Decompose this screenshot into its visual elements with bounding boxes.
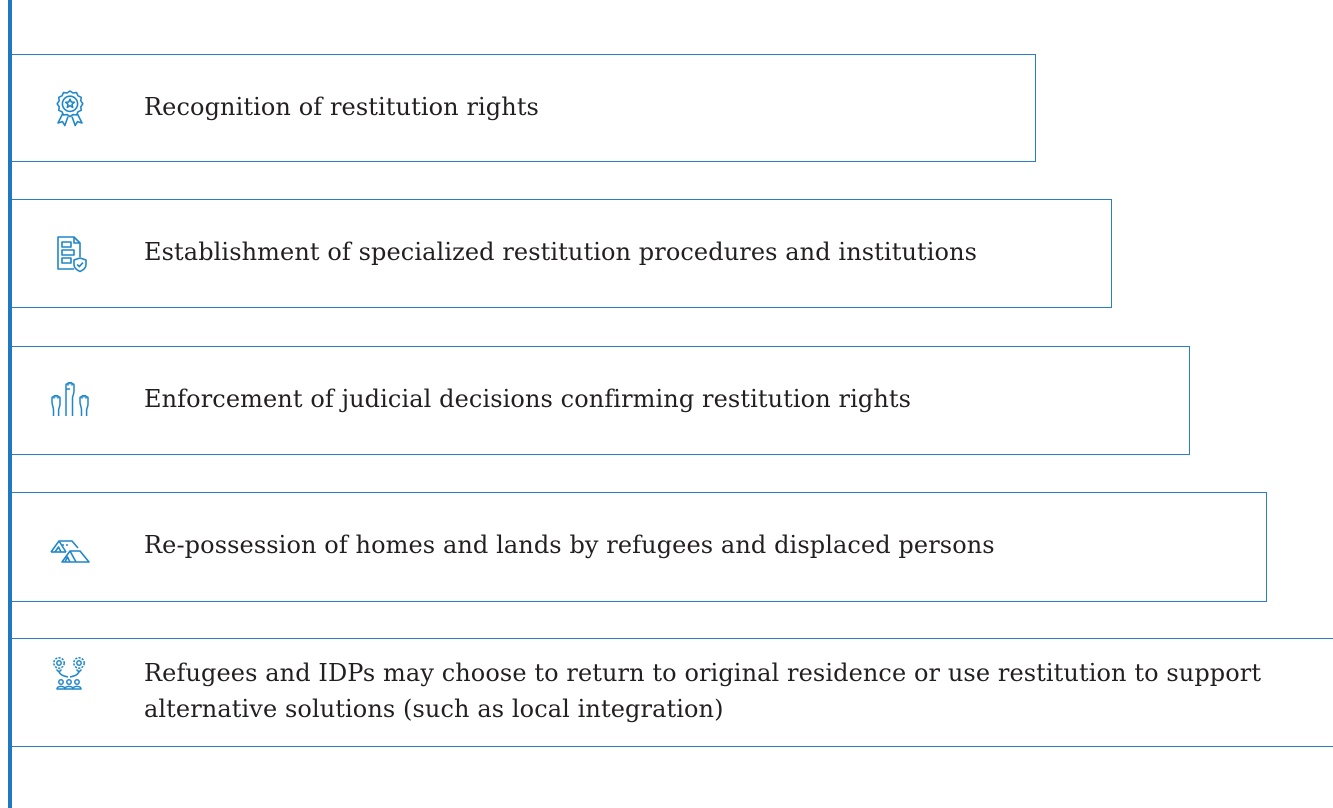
people-choices-icon <box>50 654 90 694</box>
left-accent-rule <box>8 0 12 808</box>
step-label: Establishment of specialized restitution… <box>144 238 978 266</box>
step-label: Recognition of restitution rights <box>144 93 539 121</box>
step-recognition: Recognition of restitution rights <box>12 54 1036 162</box>
tents-icon <box>50 526 90 566</box>
step-label: Enforcement of judicial decisions confir… <box>144 385 912 413</box>
award-ribbon-icon <box>50 88 90 128</box>
raised-fists-icon <box>50 380 90 420</box>
step-choice: Refugees and IDPs may choose to return t… <box>12 638 1333 747</box>
step-repossession: Re-possession of homes and lands by refu… <box>12 492 1267 602</box>
step-label: Refugees and IDPs may choose to return t… <box>144 659 1262 723</box>
step-enforcement: Enforcement of judicial decisions confir… <box>12 346 1190 455</box>
step-establishment: Establishment of specialized restitution… <box>12 199 1112 308</box>
step-label: Re-possession of homes and lands by refu… <box>144 531 995 559</box>
document-shield-icon <box>50 233 90 273</box>
